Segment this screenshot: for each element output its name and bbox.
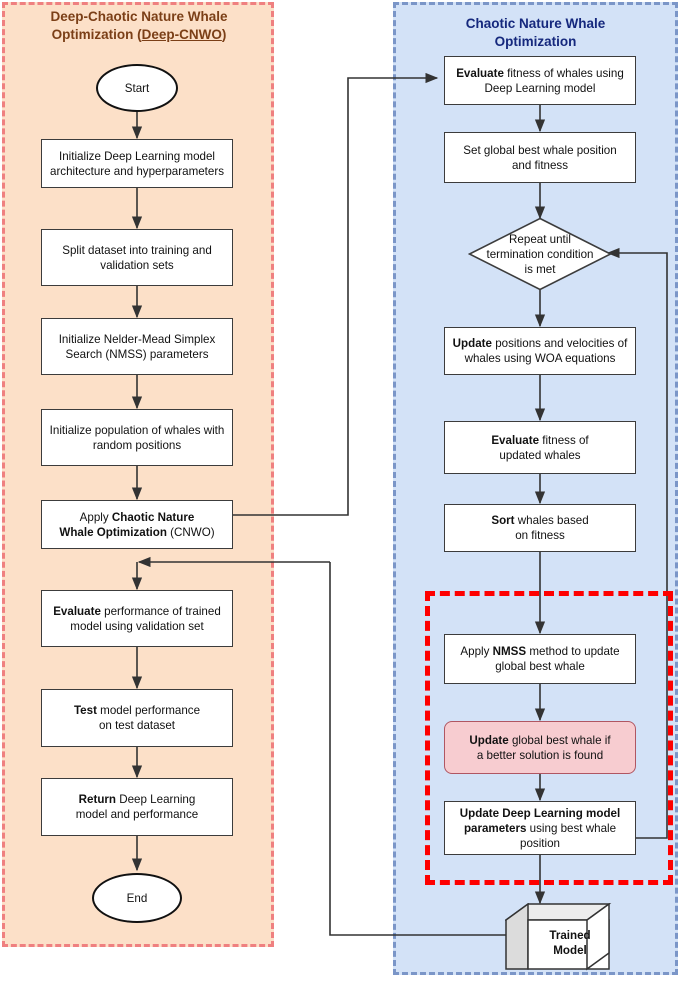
- node-upd-global-line1-bold: Update: [469, 733, 509, 747]
- panel-left-title: Deep-Chaotic Nature Whale Optimization (…: [10, 8, 268, 44]
- node-initialize-whale-population[interactable]: Initialize population of whales with ran…: [41, 409, 233, 466]
- node-init-dl-line1: Initialize Deep Learning model: [59, 149, 215, 163]
- edge-cnwo-to-evaluate-fitness: [233, 72, 439, 516]
- node-update-pos-line1-bold: Update: [452, 337, 492, 350]
- node-update-pos-line2: whales using WOA equations: [464, 352, 616, 365]
- node-upd-params-line2-bold: parameters: [463, 821, 527, 835]
- node-apply-nmss-line2: global best whale: [495, 660, 585, 673]
- panel-right-title-line1: Chaotic Nature Whale: [465, 16, 606, 31]
- node-init-whales-line2: random positions: [92, 438, 182, 452]
- node-test-line1-bold: Test: [73, 704, 97, 717]
- node-trained-model-label: Trained Model: [533, 923, 607, 963]
- node-upd-params-line2-plain: using best whale: [526, 821, 617, 835]
- node-update-positions-velocities[interactable]: Update positions and velocities of whale…: [444, 327, 636, 375]
- edge-return-trunk-to-trained-model: [329, 562, 527, 936]
- node-eval-fit-line1-bold: Evaluate: [456, 66, 504, 80]
- node-init-nmss-line1: Initialize Nelder-Mead Simplex: [58, 332, 216, 346]
- node-update-dl-parameters[interactable]: Update Deep Learning model parameters us…: [444, 801, 636, 855]
- node-start[interactable]: Start: [96, 64, 178, 112]
- node-trained-model-line2: Model: [553, 944, 587, 957]
- node-eval-upd-line1-plain: fitness of: [539, 433, 589, 447]
- node-apply-nmss-line1-plain-b: method to update: [526, 645, 620, 658]
- node-apply-cnwo-line1-plain: Apply: [79, 510, 112, 524]
- node-repeat-until-termination[interactable]: Repeat until termination condition is me…: [468, 217, 612, 291]
- node-update-pos-line1-plain: positions and velocities of: [491, 337, 628, 350]
- node-upd-global-line1-plain: global best whale if: [508, 733, 611, 747]
- node-trained-model[interactable]: Trained Model: [503, 902, 613, 971]
- node-test-line2: on test dataset: [98, 719, 176, 732]
- node-return-line1-bold: Return: [78, 793, 117, 806]
- node-return-line1-plain: Deep Learning: [116, 793, 196, 806]
- node-return-line2: model and performance: [75, 808, 199, 821]
- node-set-global-line2: and fitness: [511, 158, 569, 172]
- node-eval-upd-line2: updated whales: [499, 448, 581, 462]
- node-initialize-deep-learning-model[interactable]: Initialize Deep Learning model architect…: [41, 139, 233, 188]
- node-apply-nmss-line1-plain-a: Apply: [460, 645, 493, 658]
- node-trained-model-line1: Trained: [549, 929, 591, 942]
- node-test-line1-plain: model performance: [96, 704, 201, 717]
- node-sort-whales[interactable]: Sort whales based on fitness: [444, 504, 636, 552]
- node-init-nmss-line2: Search (NMSS) parameters: [65, 347, 209, 361]
- node-set-global-line1: Set global best whale position: [463, 143, 617, 157]
- node-apply-cnwo[interactable]: Apply Chaotic Nature Whale Optimization …: [41, 500, 233, 549]
- node-eval-perf-line1-bold: Evaluate: [53, 604, 101, 618]
- node-update-global-best-whale[interactable]: Update global best whale if a better sol…: [444, 721, 636, 774]
- panel-left-title-line1: Deep-Chaotic Nature Whale: [50, 9, 228, 24]
- panel-right-title: Chaotic Nature Whale Optimization: [398, 15, 673, 51]
- node-split-line1: Split dataset into training and: [62, 243, 212, 257]
- panel-left-title-line2-pre: Optimization (: [51, 27, 142, 42]
- node-end[interactable]: End: [92, 873, 182, 923]
- node-initialize-nmss-parameters[interactable]: Initialize Nelder-Mead Simplex Search (N…: [41, 318, 233, 375]
- node-sort-line2: on fitness: [515, 529, 565, 542]
- node-sort-line1-plain: whales based: [514, 514, 589, 527]
- node-apply-cnwo-line2-bold: Whale Optimization: [59, 525, 167, 539]
- node-repeat-line2: termination condition: [486, 247, 594, 261]
- node-split-dataset[interactable]: Split dataset into training and validati…: [41, 229, 233, 286]
- node-eval-perf-line2: model using validation set: [70, 619, 204, 633]
- node-eval-fit-line1-plain: fitness of whales using: [503, 66, 624, 80]
- node-repeat-label: Repeat until termination condition is me…: [468, 217, 612, 291]
- nmss-highlight-region: [425, 591, 673, 885]
- edge-feedback-to-diamond: [606, 247, 668, 839]
- node-evaluate-updated-whales[interactable]: Evaluate fitness of updated whales: [444, 421, 636, 474]
- node-repeat-line1: Repeat until: [509, 232, 571, 246]
- node-eval-perf-line1-plain: performance of trained: [100, 604, 221, 618]
- node-apply-cnwo-line2-plain: (CNWO): [166, 525, 215, 539]
- node-evaluate-performance[interactable]: Evaluate performance of trained model us…: [41, 590, 233, 647]
- node-eval-fit-line2: Deep Learning model: [484, 81, 596, 95]
- node-upd-global-line2: a better solution is found: [476, 748, 604, 762]
- node-init-whales-line1: Initialize population of whales with: [49, 423, 225, 437]
- node-apply-nmss-line1-bold: NMSS: [492, 645, 527, 658]
- node-init-dl-line2: architecture and hyperparameters: [50, 164, 224, 178]
- node-eval-upd-line1-bold: Evaluate: [491, 433, 540, 447]
- node-split-line2: validation sets: [100, 258, 174, 272]
- node-set-global-best[interactable]: Set global best whale position and fitne…: [444, 132, 636, 183]
- panel-right-title-line2: Optimization: [494, 34, 577, 49]
- node-test-model-performance[interactable]: Test model performance on test dataset: [41, 689, 233, 747]
- node-sort-line1-bold: Sort: [491, 514, 515, 527]
- node-evaluate-fitness-whales[interactable]: Evaluate fitness of whales using Deep Le…: [444, 56, 636, 105]
- node-apply-cnwo-line1-bold: Chaotic Nature: [111, 510, 195, 524]
- panel-left-title-acronym: Deep-CNWO: [141, 27, 222, 42]
- panel-left-title-line2-post: ): [221, 27, 227, 42]
- node-apply-nmss-method[interactable]: Apply NMSS method to update global best …: [444, 634, 636, 684]
- node-return-model[interactable]: Return Deep Learning model and performan…: [41, 778, 233, 836]
- node-start-label: Start: [124, 81, 150, 95]
- node-upd-params-line1-bold: Update Deep Learning model: [459, 806, 621, 820]
- node-repeat-line3: is met: [524, 262, 556, 276]
- node-upd-params-line3: position: [520, 836, 560, 850]
- node-end-label: End: [126, 891, 148, 905]
